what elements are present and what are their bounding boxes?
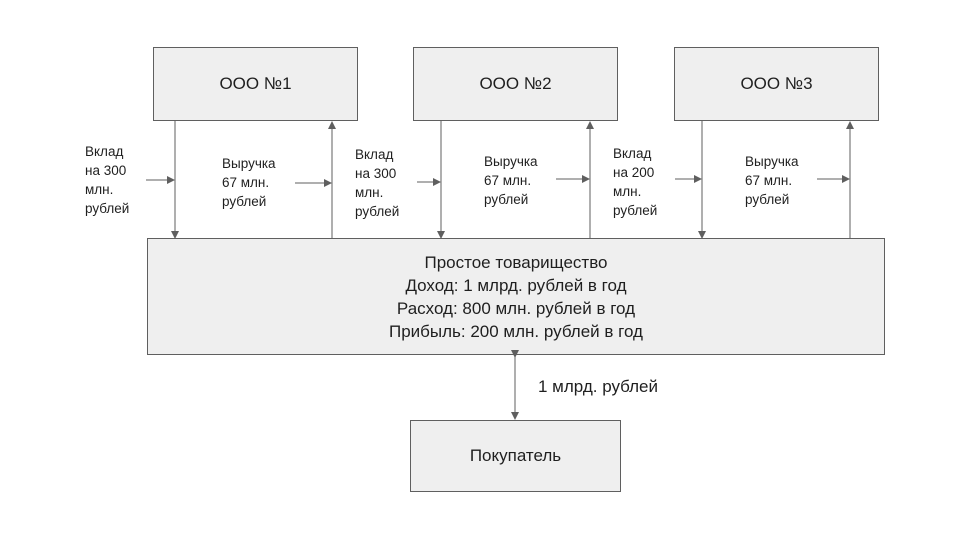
revenue-label-3: Выручка 67 млн. рублей xyxy=(745,154,799,207)
company-name: ООО №3 xyxy=(740,73,813,93)
company-box-2: ООО №2 xyxy=(413,47,618,121)
company-name: ООО №2 xyxy=(479,73,552,93)
revenue-label-1: Выручка 67 млн. рублей xyxy=(222,156,276,209)
partnership-profit: Прибыль: 200 млн. рублей в год xyxy=(389,321,643,341)
buyer-flow-label: 1 млрд. рублей xyxy=(538,377,659,396)
partnership-title: Простое товарищество xyxy=(424,252,608,272)
company-box-3: ООО №3 xyxy=(674,47,879,121)
partnership-details: Простое товарищество Доход: 1 млрд. рубл… xyxy=(389,251,643,343)
revenue-label-2: Выручка 67 млн. рублей xyxy=(484,154,538,207)
contribution-label-2: Вклад на 300 млн. рублей xyxy=(355,147,400,219)
buyer-box: Покупатель xyxy=(410,420,621,492)
partnership-expense: Расход: 800 млн. рублей в год xyxy=(396,298,636,318)
contribution-label-3: Вклад на 200 млн. рублей xyxy=(613,146,658,218)
company-name: ООО №1 xyxy=(219,73,292,93)
partnership-income: Доход: 1 млрд. рублей в год xyxy=(405,275,627,295)
buyer-name: Покупатель xyxy=(469,445,562,465)
contribution-label-1: Вклад на 300 млн. рублей xyxy=(85,144,130,216)
company-box-1: ООО №1 xyxy=(153,47,358,121)
